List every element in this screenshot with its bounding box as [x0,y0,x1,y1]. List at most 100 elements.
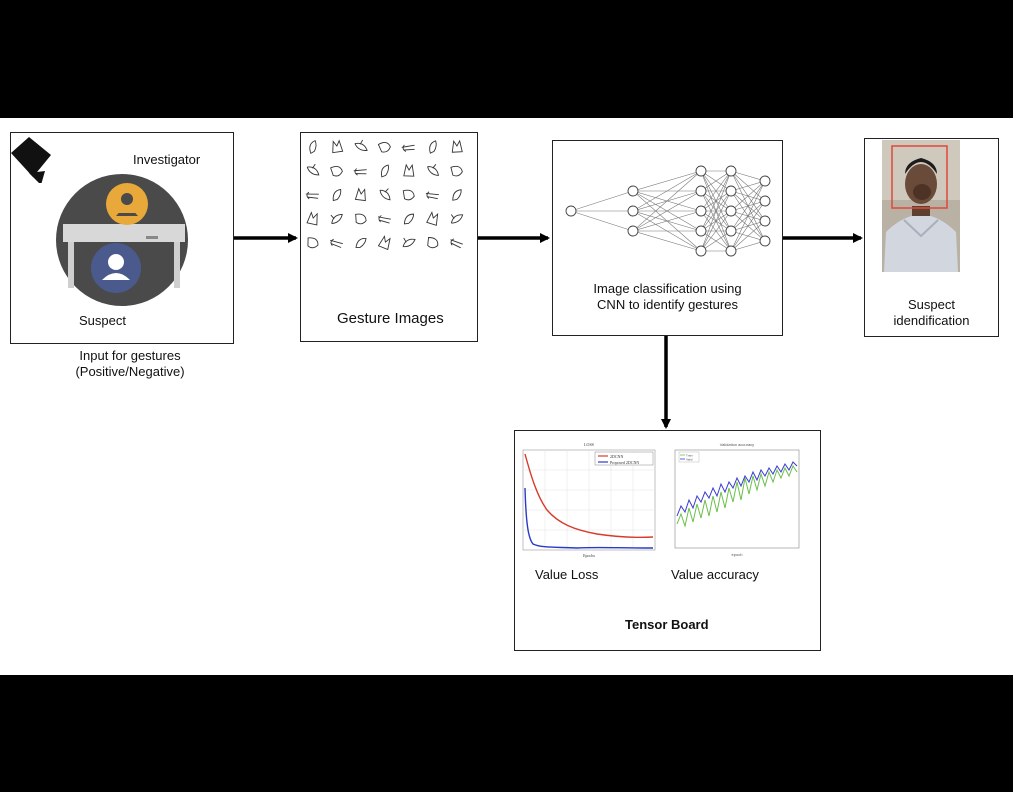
cnn-label-line2: CNN to identify gestures [597,297,738,312]
hand-gesture-sketch [330,213,343,225]
hand-gesture-sketch [332,188,342,202]
loss-series-proposed-2dcnn [524,487,654,549]
suspect-photo [882,140,960,272]
accuracy-xlabel: epoch [732,552,743,557]
nn-node [759,195,771,207]
cnn-label-line1: Image classification using [593,281,742,296]
hand-gesture-icon [305,139,464,251]
neural-network-diagram [565,165,771,257]
hand-gesture-sketch [425,191,439,200]
loss-legend-proposed: Proposed 2DCNN [610,460,639,465]
hand-gesture-sketch [353,168,367,176]
nn-connection [570,190,634,212]
input-caption-line1: Input for gestures [79,348,181,363]
accuracy-series-train [676,464,798,528]
nn-connection [570,210,634,232]
hand-gesture-sketch [377,142,391,153]
suspect-avatar-icon [91,243,141,293]
investigator-label: Investigator [133,152,201,167]
loss-chart-title: LOSS [584,442,594,447]
camera-icon [11,137,51,183]
nn-connection [700,170,732,232]
flow-arrows [234,233,863,429]
investigator-avatar-icon [106,183,148,225]
nn-connection [632,170,702,192]
hand-gesture-sketch [379,188,391,201]
nn-node [695,205,707,217]
gesture-images-label: Gesture Images [337,310,444,327]
nn-connection [632,170,702,212]
desk-icon [63,224,185,242]
nn-node [565,205,577,217]
loss-series-2dcnn [524,453,654,539]
suspect-identification-label: Suspect idendification [865,297,998,329]
nn-node [725,205,737,217]
hand-gesture-sketch [377,215,391,224]
hand-gesture-sketch [309,140,317,155]
nn-node [627,205,639,217]
hand-gesture-sketch [401,144,415,152]
accuracy-chart: Validation accuracy Train Valid epoch [665,438,805,560]
nn-connection [700,230,732,252]
nn-node [695,245,707,257]
accuracy-chart-title: Validation accuracy [720,442,754,447]
accuracy-legend-train: Train [686,454,693,458]
hand-gesture-sketch [330,238,343,248]
cnn-label: Image classification using CNN to identi… [553,281,782,313]
value-accuracy-caption: Value accuracy [671,567,759,582]
loss-xlabel: Epochs [583,553,595,558]
nn-node [627,225,639,237]
suspect-label: Suspect [79,313,126,328]
nn-node [725,225,737,237]
accuracy-legend-valid: Valid [686,458,693,462]
hand-gesture-sketch [354,139,368,151]
hand-gesture-sketch [354,187,366,202]
input-caption-line2: (Positive/Negative) [75,364,185,379]
value-loss-caption: Value Loss [535,567,599,582]
nn-node [695,185,707,197]
nn-node [759,235,771,247]
tensorboard-box: LOSS 2DCNN Proposed 2DCNN Epochs Validat… [514,430,821,651]
nn-node [725,245,737,257]
nn-node [725,185,737,197]
hand-gesture-sketch [355,213,367,225]
cnn-box: Image classification using CNN to identi… [552,140,783,336]
nn-connection [730,200,766,252]
hand-gesture-sketch [330,165,343,177]
nn-node [759,175,771,187]
hand-gesture-sketch [305,191,319,200]
input-box: Investigator Suspect [10,132,234,344]
hand-gesture-sketch [427,237,439,249]
hand-gesture-sketch [402,189,415,201]
nn-connection [632,210,702,232]
hand-gesture-sketch [403,163,415,177]
hand-gesture-sketch [429,140,437,154]
nn-connection [730,240,766,252]
hand-gesture-sketch [381,164,389,178]
loss-chart: LOSS 2DCNN Proposed 2DCNN Epochs [517,438,661,560]
face-detection-box [891,145,948,209]
diagram-canvas: Investigator Suspect Input for gestures … [0,118,1013,675]
hand-gesture-sketch [427,164,439,176]
hand-gesture-sketch [332,139,344,154]
gesture-images-box: Gesture Images [300,132,478,342]
loss-legend-2dcnn: 2DCNN [610,454,623,459]
nn-connection [700,170,732,212]
tensor-board-title: Tensor Board [625,617,709,632]
suspect-identification-line2: idendification [893,313,970,328]
nn-connection [730,170,766,182]
nn-connection [730,180,766,212]
nn-connection [730,180,766,192]
nn-connection [700,170,732,192]
nn-connection [730,220,766,252]
hand-gesture-sketch [452,189,462,201]
hand-gesture-sketch [451,139,463,153]
accuracy-series-valid [676,461,798,517]
hand-gesture-sketch [403,213,415,225]
hand-gesture-sketch [306,211,318,226]
nn-connection [700,170,732,252]
input-caption: Input for gestures (Positive/Negative) [40,348,220,380]
nn-node [759,215,771,227]
suspect-identification-box: Suspect idendification [864,138,999,337]
hand-gesture-sketch [307,237,319,249]
